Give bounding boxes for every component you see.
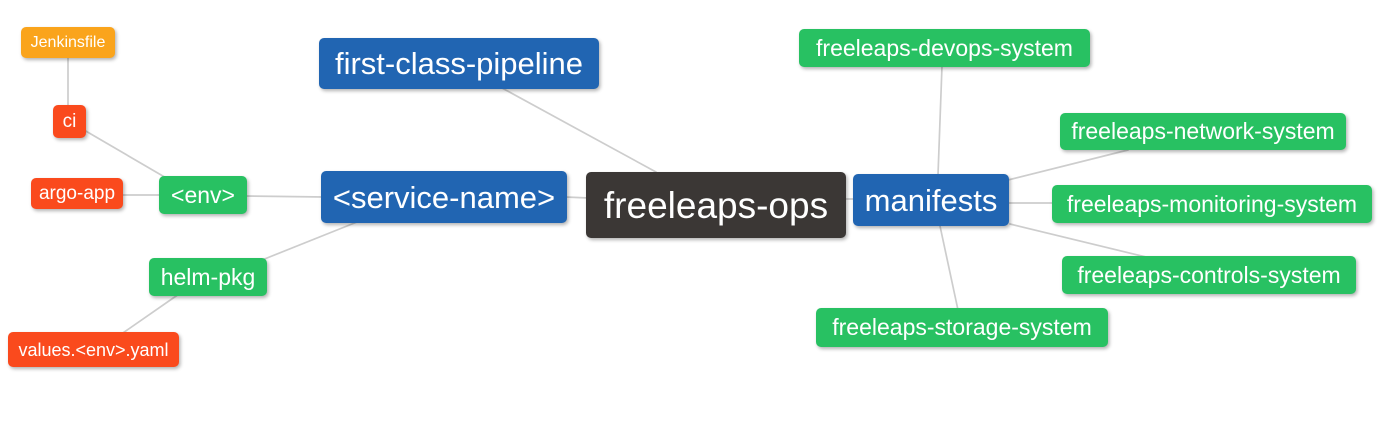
edge-env-to-service-name xyxy=(244,195,325,198)
edge-ci-to-env xyxy=(83,129,169,180)
mindmap-node-values-env-yaml[interactable]: values.<env>.yaml xyxy=(8,332,179,367)
edge-service-name-to-helm-pkg xyxy=(261,221,358,261)
edge-manifests-to-freeleaps-network-system xyxy=(1007,149,1129,181)
edge-manifests-to-freeleaps-devops-system xyxy=(937,65,943,176)
mindmap-node-ci[interactable]: ci xyxy=(53,105,86,138)
mindmap-node-manifests[interactable]: manifests xyxy=(853,174,1009,226)
mindmap-node-first-class-pipeline[interactable]: first-class-pipeline xyxy=(319,38,599,89)
edge-first-class-pipeline-to-freeleaps-ops xyxy=(501,87,657,173)
mindmap-node-argo-app[interactable]: argo-app xyxy=(31,178,123,209)
mindmap-node-freeleaps-monitoring-system[interactable]: freeleaps-monitoring-system xyxy=(1052,185,1372,223)
mindmap-node-helm-pkg[interactable]: helm-pkg xyxy=(149,258,267,296)
mindmap-node-freeleaps-ops[interactable]: freeleaps-ops xyxy=(586,172,846,238)
edge-helm-pkg-to-values-env-yaml xyxy=(119,293,180,336)
edge-manifests-to-freeleaps-storage-system xyxy=(939,225,959,311)
mindmap-node-freeleaps-network-system[interactable]: freeleaps-network-system xyxy=(1060,113,1346,150)
mindmap-node-service-name[interactable]: <service-name> xyxy=(321,171,567,223)
mindmap-node-env[interactable]: <env> xyxy=(159,176,247,214)
mindmap-node-freeleaps-controls-system[interactable]: freeleaps-controls-system xyxy=(1062,256,1356,294)
edge-service-name-to-freeleaps-ops xyxy=(564,196,590,199)
edge-manifests-to-freeleaps-controls-system xyxy=(1009,223,1151,259)
mindmap-node-freeleaps-storage-system[interactable]: freeleaps-storage-system xyxy=(816,308,1108,347)
mindmap-node-jenkinsfile[interactable]: Jenkinsfile xyxy=(21,27,115,58)
mindmap-node-freeleaps-devops-system[interactable]: freeleaps-devops-system xyxy=(799,29,1090,67)
